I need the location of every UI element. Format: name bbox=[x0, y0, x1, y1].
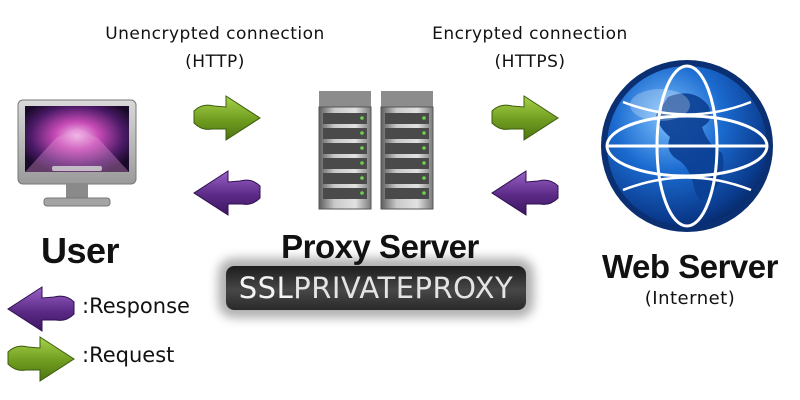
globe-icon bbox=[598, 57, 776, 235]
unencrypted-connection-label: Unencrypted connection (HTTP) bbox=[80, 20, 350, 76]
web-server-label: Web Server bbox=[602, 248, 778, 285]
response-arrow-proxy-to-user bbox=[192, 168, 262, 218]
watermark-prefix: SSL bbox=[238, 271, 294, 305]
watermark-text: PRIVATEPROXY bbox=[293, 271, 514, 305]
unencrypted-connection-title: Unencrypted connection bbox=[105, 24, 325, 44]
legend-response-label: :Response bbox=[82, 294, 190, 318]
legend-request-label: :Request bbox=[82, 343, 175, 367]
sslprivateproxy-watermark: SSLPRIVATEPROXY bbox=[226, 266, 526, 310]
internet-sublabel: (Internet) bbox=[644, 288, 736, 309]
encrypted-connection-label: Encrypted connection (HTTPS) bbox=[405, 20, 655, 76]
legend-response-arrow bbox=[2, 284, 80, 334]
proxy-server-label: Proxy Server bbox=[281, 228, 479, 265]
user-label: User bbox=[40, 230, 120, 271]
request-arrow-user-to-proxy bbox=[192, 93, 262, 143]
unencrypted-connection-protocol: (HTTP) bbox=[185, 52, 245, 72]
response-arrow-web-to-proxy bbox=[490, 168, 560, 218]
encrypted-connection-protocol: (HTTPS) bbox=[494, 52, 566, 72]
monitor-icon bbox=[16, 98, 138, 210]
server-rack-icon bbox=[313, 85, 443, 215]
request-arrow-proxy-to-web bbox=[490, 93, 560, 143]
encrypted-connection-title: Encrypted connection bbox=[432, 24, 628, 44]
legend-request-arrow bbox=[2, 334, 80, 384]
